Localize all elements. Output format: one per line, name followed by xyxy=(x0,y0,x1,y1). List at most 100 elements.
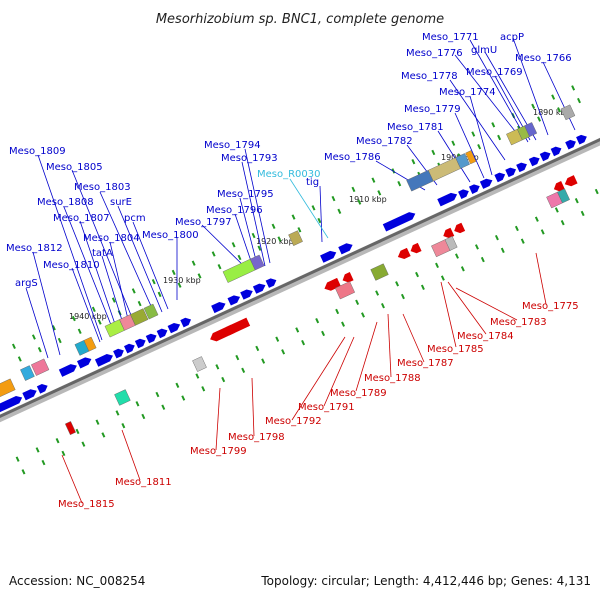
tick-mark xyxy=(554,207,559,213)
gene-label[interactable]: Meso_1785 xyxy=(427,344,484,355)
map-title: Mesorhizobium sp. BNC1, complete genome xyxy=(156,12,444,27)
topology-text: Topology: circular; Length: 4,412,446 bp… xyxy=(261,574,591,588)
tick-mark xyxy=(420,284,425,290)
gene-label[interactable]: Meso_1793 xyxy=(221,153,278,164)
accession-text: Accession: NC_008254 xyxy=(9,574,146,588)
forward-gene-arrow xyxy=(167,323,181,334)
tick-mark xyxy=(381,303,385,309)
gene-label[interactable]: Meso_1769 xyxy=(466,67,523,78)
gene-label[interactable]: glmU xyxy=(471,45,497,56)
forward-gene-arrow xyxy=(252,283,266,294)
tick-mark xyxy=(411,159,416,165)
forward-gene-arrow xyxy=(576,134,587,145)
tick-mark xyxy=(451,140,456,146)
tick-mark xyxy=(580,210,585,217)
tick-mark xyxy=(395,281,400,287)
reverse-feature-block xyxy=(557,188,570,204)
gene-label[interactable]: pcm xyxy=(124,213,146,224)
gene-label[interactable]: Meso_1807 xyxy=(53,213,110,224)
kbp-marker: 1940 kbp xyxy=(69,312,107,321)
forward-gene-arrow xyxy=(338,243,353,255)
tick-mark xyxy=(500,247,505,254)
tick-mark xyxy=(161,404,166,410)
tick-mark xyxy=(191,260,196,266)
tick-mark xyxy=(21,469,26,475)
tick-mark xyxy=(560,219,565,226)
tick-mark xyxy=(455,253,459,259)
gene-label[interactable]: Meso_1803 xyxy=(74,182,131,193)
tick-mark xyxy=(95,419,100,425)
gene-label[interactable]: Meso_1794 xyxy=(204,140,261,151)
tick-mark xyxy=(321,330,326,337)
gene-label[interactable]: Meso_1805 xyxy=(46,162,103,173)
rna-gene-labels: Meso_R0030 xyxy=(257,169,321,180)
leader-lines-rna xyxy=(289,178,329,239)
gene-label[interactable]: Meso_1791 xyxy=(298,402,355,413)
forward-gene-arrow xyxy=(528,156,540,167)
tick-mark xyxy=(121,423,126,429)
gene-label[interactable]: Meso_1808 xyxy=(37,197,94,208)
tick-mark xyxy=(351,186,356,193)
tick-mark xyxy=(231,242,236,248)
forward-feature-block xyxy=(249,254,265,271)
gene-label[interactable]: Meso_1795 xyxy=(217,189,274,200)
gene-label[interactable]: Meso_1796 xyxy=(206,205,263,216)
gene-label[interactable]: Meso_1788 xyxy=(364,373,421,384)
gene-label[interactable]: Meso_1811 xyxy=(115,477,172,488)
tick-mark xyxy=(357,199,362,205)
gene-label[interactable]: Meso_1787 xyxy=(397,358,454,369)
gene-label[interactable]: Meso_1766 xyxy=(515,53,572,64)
gene-label[interactable]: Meso_R0030 xyxy=(257,169,321,180)
tick-mark xyxy=(111,297,116,303)
forward-feature-block xyxy=(560,104,576,121)
gene-label[interactable]: surE xyxy=(110,197,132,208)
tick-mark xyxy=(341,321,345,327)
gene-label[interactable]: Meso_1789 xyxy=(330,388,387,399)
gene-label[interactable]: Meso_1809 xyxy=(9,146,66,157)
gene-label[interactable]: tatA xyxy=(92,248,113,259)
tick-mark xyxy=(237,254,242,261)
gene-label[interactable]: Meso_1815 xyxy=(58,499,115,510)
gene-label[interactable]: tig xyxy=(306,177,319,188)
gene-label[interactable]: Meso_1799 xyxy=(190,446,247,457)
tick-mark xyxy=(261,358,266,364)
tick-mark xyxy=(251,232,256,239)
reverse-gene-arrow xyxy=(410,242,422,254)
tick-mark xyxy=(55,437,60,444)
gene-label[interactable]: Meso_1782 xyxy=(356,136,413,147)
gene-label[interactable]: Meso_1797 xyxy=(175,217,232,228)
tick-mark xyxy=(400,293,405,300)
gene-label[interactable]: Meso_1812 xyxy=(6,243,63,254)
forward-feature-block xyxy=(130,308,149,326)
gene-label[interactable]: Meso_1774 xyxy=(439,87,496,98)
tick-mark xyxy=(477,144,482,150)
forward-gene-arrow xyxy=(227,295,241,306)
forward-gene-arrow xyxy=(36,384,48,394)
gene-label[interactable]: Meso_1775 xyxy=(522,301,579,312)
forward-gene-arrow xyxy=(382,212,416,232)
gene-label[interactable]: Meso_1778 xyxy=(401,71,458,82)
tick-mark xyxy=(301,339,306,346)
gene-label[interactable]: Meso_1804 xyxy=(83,233,140,244)
gene-label[interactable]: Meso_1800 xyxy=(142,230,199,241)
forward-gene-arrow xyxy=(180,317,192,328)
gene-label[interactable]: Meso_1771 xyxy=(422,32,479,43)
gene-label[interactable]: acpP xyxy=(500,32,524,43)
reverse-feature-block xyxy=(114,389,131,406)
gene-label[interactable]: Meso_1798 xyxy=(228,432,285,443)
gene-label[interactable]: Meso_1792 xyxy=(265,416,322,427)
gene-label[interactable]: Meso_1786 xyxy=(324,152,381,163)
gene-label[interactable]: Meso_1776 xyxy=(406,48,463,59)
tick-mark xyxy=(331,195,336,202)
forward-gene-arrow xyxy=(437,192,458,207)
gene-label[interactable]: argS xyxy=(15,278,38,289)
gene-label[interactable]: Meso_1779 xyxy=(404,104,461,115)
kbp-marker: 1890 kbp xyxy=(533,108,571,117)
gene-label[interactable]: Meso_1781 xyxy=(387,122,444,133)
gene-label[interactable]: Meso_1810 xyxy=(43,260,100,271)
reverse-gene-arrow xyxy=(443,227,455,239)
tick-mark xyxy=(534,216,539,222)
gene-label[interactable]: Meso_1784 xyxy=(457,331,514,342)
forward-gene-arrow xyxy=(516,162,527,173)
gene-label[interactable]: Meso_1783 xyxy=(490,317,547,328)
